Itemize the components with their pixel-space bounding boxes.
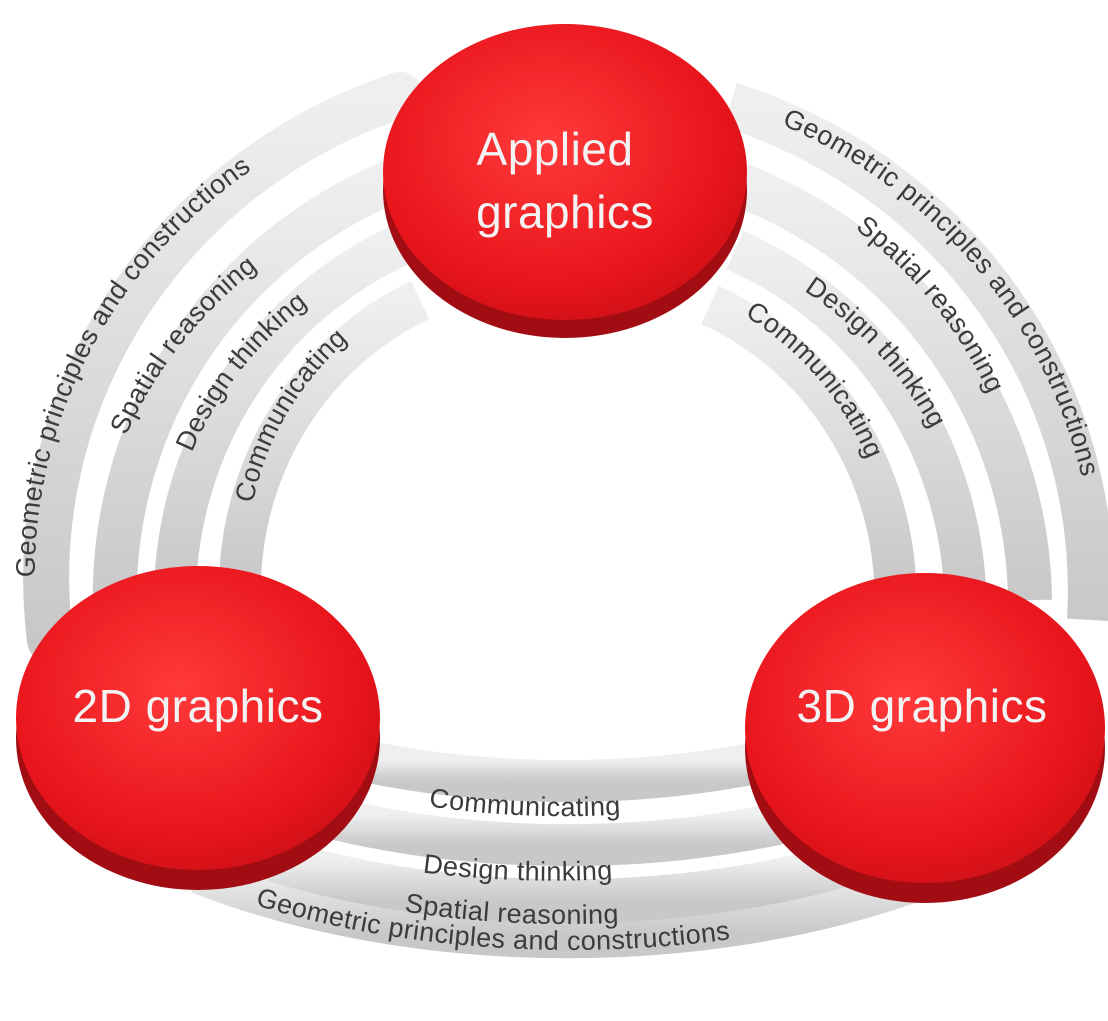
- node-applied-face: [383, 24, 747, 320]
- left-band-design: [154, 225, 409, 591]
- node-applied-line2: graphics: [476, 186, 654, 238]
- left-band-geometric: [23, 72, 423, 663]
- right-band-communicating: [701, 285, 916, 582]
- bottom-band-design: [314, 794, 821, 867]
- right-band-spatial: [732, 164, 1052, 601]
- node-applied-graphics: Applied graphics: [383, 24, 747, 338]
- right-band-design: [726, 230, 986, 591]
- bottom-band-geometric: [191, 847, 944, 959]
- bottom-band-spatial: [268, 838, 867, 924]
- node-applied-line1: Applied: [477, 123, 634, 175]
- node-2d-face: [16, 566, 380, 870]
- left-band-spatial: [92, 159, 404, 611]
- ring-bands: [23, 72, 1108, 959]
- node-2d-label: 2D graphics: [73, 680, 324, 732]
- right-band-geometric: [723, 83, 1108, 622]
- node-3d-face: [745, 573, 1105, 883]
- left-band-communicating: [219, 281, 430, 581]
- node-2d-graphics: 2D graphics: [16, 566, 380, 890]
- node-3d-graphics: 3D graphics: [745, 573, 1105, 903]
- bottom-band-communicating: [355, 739, 775, 803]
- node-3d-label: 3D graphics: [797, 680, 1048, 732]
